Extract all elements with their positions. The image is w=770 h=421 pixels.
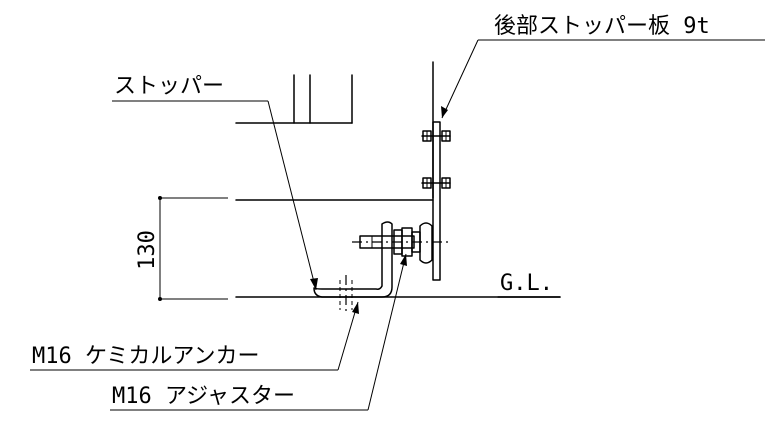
- adjuster: [352, 222, 452, 264]
- label-stopper: ストッパー: [114, 74, 224, 99]
- label-adjuster: M16 アジャスター: [112, 384, 295, 409]
- dimension-text: 130: [135, 230, 160, 270]
- rear-stopper-plate: [421, 121, 451, 281]
- dimension-130: 130: [135, 196, 228, 301]
- leader-anchor: M16 ケミカルアンカー: [30, 301, 359, 371]
- label-ground-line: G.L.: [500, 271, 553, 296]
- leader-rear-stopper: 後部ストッパー板 9t: [441, 14, 765, 119]
- label-rear-stopper: 後部ストッパー板 9t: [494, 14, 710, 39]
- leader-stopper: ストッパー: [112, 74, 318, 291]
- frame-lines: [235, 61, 434, 201]
- label-anchor: M16 ケミカルアンカー: [32, 344, 259, 369]
- leader-adjuster: M16 アジャスター: [110, 253, 407, 411]
